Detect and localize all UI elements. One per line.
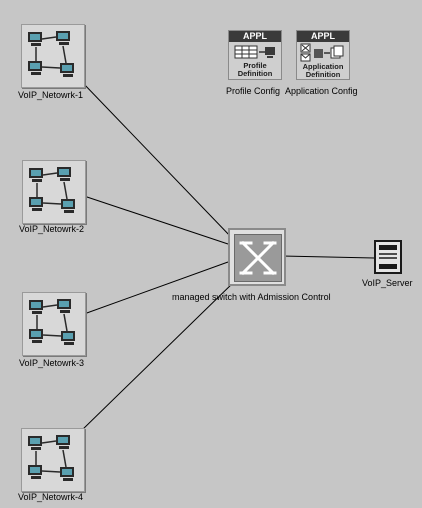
lan-cluster-icon bbox=[21, 428, 85, 492]
switch-icon bbox=[228, 228, 286, 286]
managed-switch-label: managed switch with Admission Control bbox=[172, 292, 331, 302]
link-net4-switch[interactable] bbox=[79, 279, 237, 433]
lan-cluster-icon bbox=[22, 160, 86, 224]
application-definition-icon: APPL Application Definition bbox=[296, 30, 350, 80]
link-switch-server[interactable] bbox=[281, 255, 375, 259]
voip-network-3-label: VoIP_Netowrk-3 bbox=[19, 358, 85, 368]
application-caption-line2: Definition bbox=[305, 70, 341, 79]
application-glyph-icon bbox=[300, 43, 344, 62]
application-config-label: Application Config bbox=[285, 86, 358, 96]
profile-grid-icon bbox=[234, 45, 275, 59]
voip-server-label: VoIP_Server bbox=[362, 278, 413, 288]
server-icon bbox=[374, 240, 402, 274]
appl-badge: APPL bbox=[297, 31, 349, 42]
appl-badge: APPL bbox=[229, 31, 281, 42]
profile-config-label: Profile Config bbox=[226, 86, 281, 96]
voip-network-4-label: VoIP_Netowrk-4 bbox=[18, 492, 84, 502]
lan-cluster-icon bbox=[22, 292, 86, 356]
profile-caption-line1: Profile bbox=[243, 61, 267, 70]
profile-definition-icon: APPL Profile Definition bbox=[228, 30, 282, 80]
lan-cluster-icon bbox=[21, 24, 85, 88]
application-caption-line1: Application bbox=[302, 62, 344, 71]
profile-caption-line2: Definition bbox=[237, 69, 273, 78]
switch-face bbox=[234, 234, 282, 282]
voip-network-1-label: VoIP_Netowrk-1 bbox=[18, 90, 84, 100]
voip-network-2-label: VoIP_Netowrk-2 bbox=[19, 224, 85, 234]
link-net2-switch[interactable] bbox=[83, 195, 229, 245]
link-net3-switch[interactable] bbox=[83, 261, 229, 315]
link-net1-switch[interactable] bbox=[81, 81, 233, 239]
